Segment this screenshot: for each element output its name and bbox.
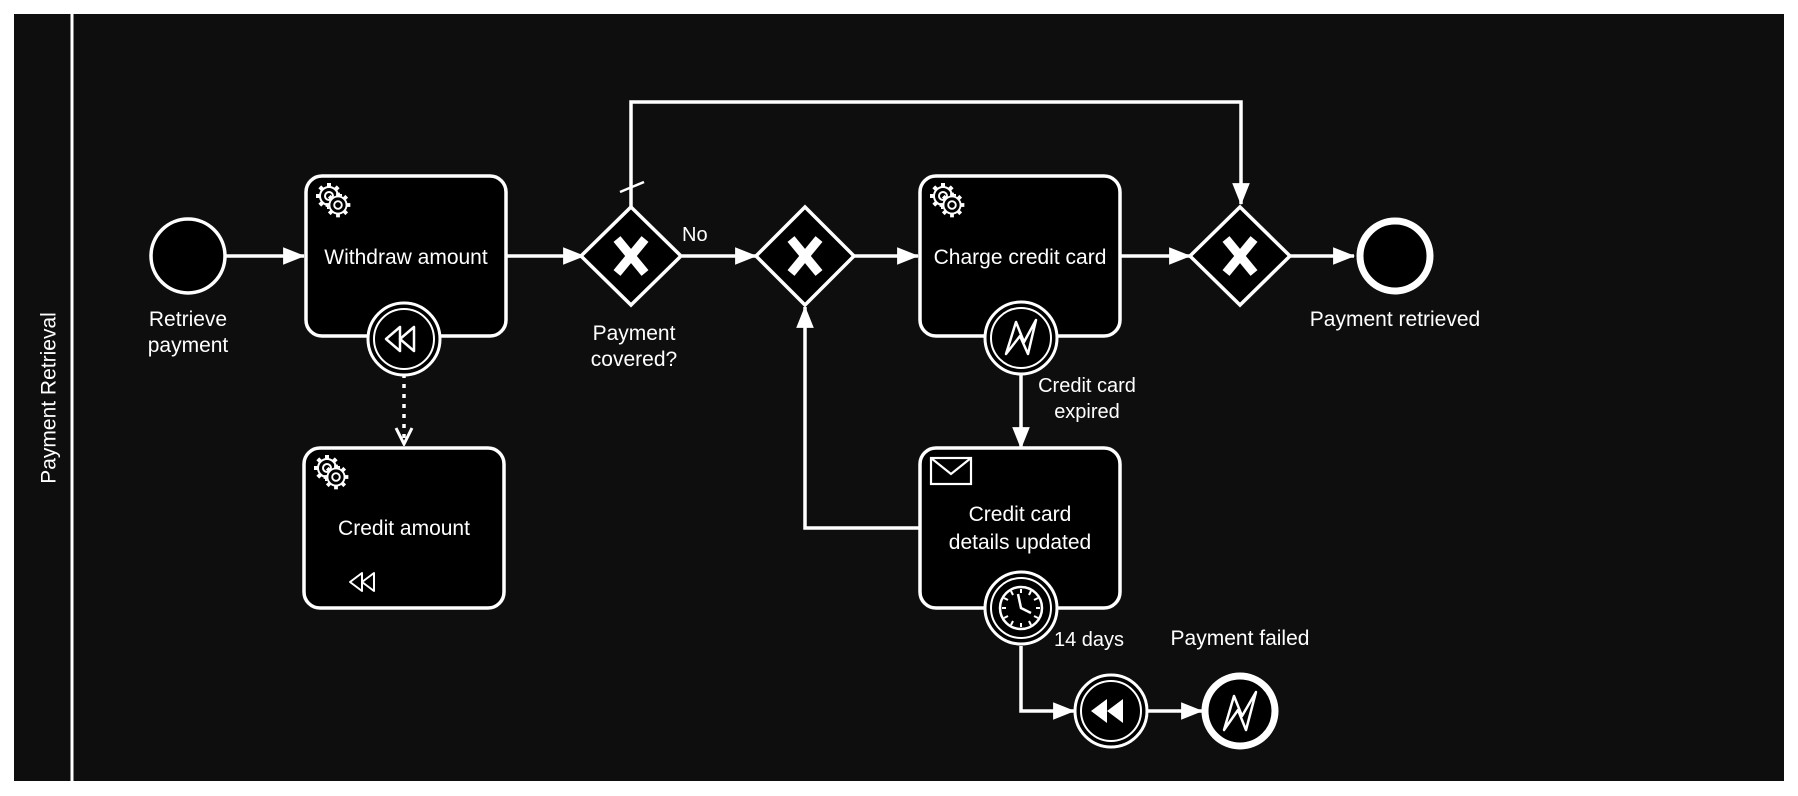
default-flow-marker	[619, 180, 645, 194]
intermediate-compensation-throw-event[interactable]	[1073, 673, 1149, 749]
start-event-label-line2: payment	[148, 334, 229, 357]
gateway-covered-label-line1: Payment	[593, 322, 676, 345]
exclusive-x-icon	[613, 236, 649, 276]
flow-label-timer: 14 days	[1054, 629, 1124, 651]
pool-background	[14, 14, 1784, 781]
envelope-icon	[929, 456, 973, 486]
flow-timer-to-compensation[interactable]	[1019, 646, 1076, 720]
boundary-error-event[interactable]	[983, 300, 1059, 376]
compensation-marker-icon	[349, 572, 375, 592]
start-event[interactable]	[149, 217, 227, 295]
flow-label-expired-line2: expired	[1054, 401, 1120, 423]
task-updated-label-line1: Credit card	[969, 503, 1072, 526]
end-event-payment-failed[interactable]	[1201, 672, 1279, 750]
boundary-compensation-event[interactable]	[366, 301, 442, 377]
gateway-covered-label-line2: covered?	[591, 348, 677, 371]
task-charge-label: Charge credit card	[934, 246, 1107, 269]
task-credit-amount[interactable]: Credit amount	[302, 446, 506, 610]
end-event-retrieved-label: Payment retrieved	[1310, 308, 1480, 331]
flow-label-expired-line1: Credit card	[1038, 375, 1136, 397]
flow-updated-to-merge[interactable]	[796, 305, 920, 530]
start-event-label-line1: Retrieve	[149, 308, 227, 331]
flow-label-no: No	[682, 224, 708, 246]
gateway-merge[interactable]	[753, 204, 857, 308]
error-icon	[1004, 318, 1038, 356]
task-credit-card-details-updated[interactable]: Credit card details updated	[918, 446, 1122, 610]
task-withdraw-label: Withdraw amount	[324, 246, 488, 269]
pool-label: Payment Retrieval	[38, 312, 61, 484]
sequence-flows	[226, 100, 1356, 720]
exclusive-x-icon	[1222, 236, 1258, 276]
task-credit-label: Credit amount	[338, 517, 470, 540]
task-withdraw-amount[interactable]: Withdraw amount	[304, 174, 508, 338]
flow-covered-default-to-join[interactable]	[629, 100, 1250, 207]
end-event-payment-retrieved[interactable]	[1356, 217, 1434, 295]
clock-icon	[998, 585, 1044, 631]
end-event-failed-label: Payment failed	[1171, 627, 1310, 650]
gateway-payment-covered[interactable]	[578, 204, 684, 308]
task-charge-credit-card[interactable]: Charge credit card	[918, 174, 1122, 338]
exclusive-x-icon	[787, 236, 823, 276]
gateway-join[interactable]	[1187, 204, 1293, 308]
task-updated-label-line2: details updated	[949, 531, 1091, 554]
rewind-icon	[384, 325, 416, 353]
rewind-icon	[1091, 699, 1123, 723]
error-icon	[1222, 690, 1258, 732]
boundary-timer-event[interactable]	[983, 570, 1059, 646]
